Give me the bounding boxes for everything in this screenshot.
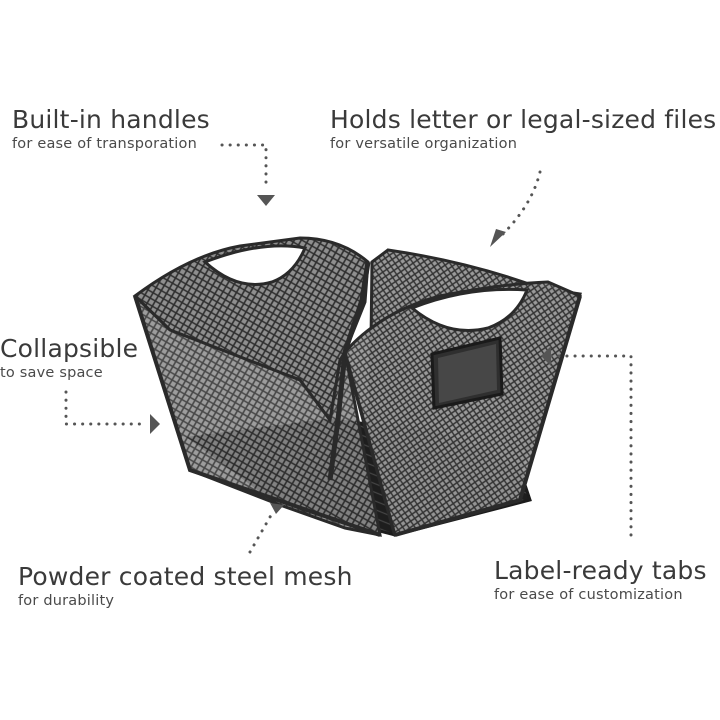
callout-powder-title: Powder coated steel mesh [18, 562, 353, 591]
callout-handles-title: Built-in handles [12, 105, 210, 134]
callout-collapsible-subtitle: to save space [0, 365, 103, 381]
basket-left-back-panel [132, 236, 370, 424]
callout-label: Label-ready tabs for ease of customizati… [494, 556, 707, 604]
callout-label-subtitle: for ease of customization [494, 587, 683, 603]
callout-files-title: Holds letter or legal-sized files [330, 105, 717, 134]
callout-collapsible-title: Collapsible [0, 334, 139, 363]
callout-powder-subtitle: for durability [18, 593, 115, 609]
pointer-powder [248, 508, 276, 554]
pointer-label [548, 354, 633, 537]
arrowhead-handles-icon [257, 195, 275, 206]
arrowhead-collapsible-icon [150, 414, 160, 434]
pointer-collapsible [64, 390, 148, 426]
callout-files: Holds letter or legal-sized files for ve… [330, 105, 716, 153]
arrowhead-powder-icon [270, 503, 284, 514]
pointer-files [500, 170, 542, 237]
callout-handles-subtitle: for ease of transporation [12, 136, 197, 152]
callout-files-subtitle: for versatile organization [330, 136, 518, 152]
label-tab [430, 336, 504, 410]
right-handle-cutout [409, 287, 530, 332]
callout-label-title: Label-ready tabs [494, 556, 707, 585]
arrowhead-files-icon [490, 229, 506, 247]
left-handle-cutout [202, 244, 308, 286]
arrowhead-label-icon [541, 346, 551, 366]
callout-powder: Powder coated steel mesh for durability [18, 562, 353, 610]
callout-collapsible: Collapsible to save space [0, 334, 138, 382]
basket-right-front-panel [343, 280, 582, 537]
pointer-handles [220, 143, 268, 192]
callout-handles: Built-in handles for ease of transporati… [12, 105, 210, 153]
